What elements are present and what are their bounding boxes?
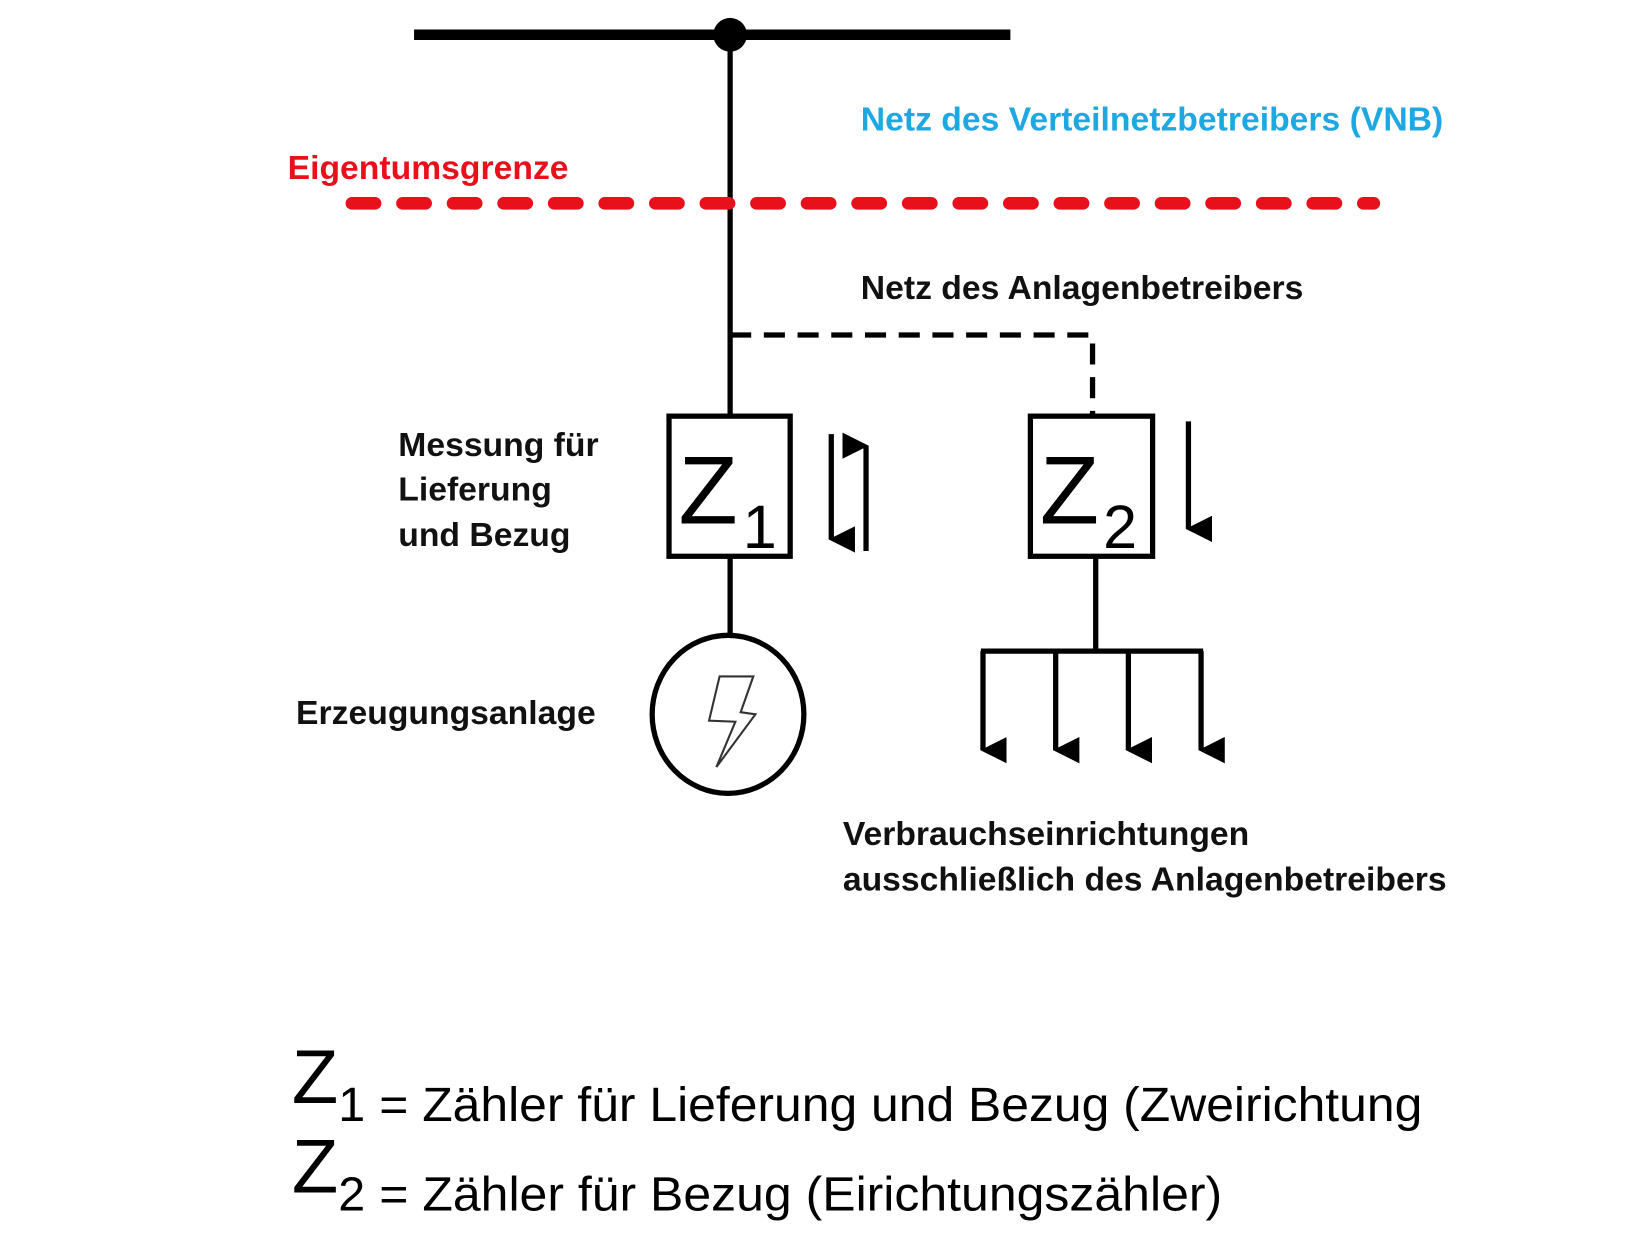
- measurement-label-3: und Bezug: [398, 516, 570, 554]
- vnb-network-label: Netz des Verteilnetzbetreibers (VNB): [861, 101, 1443, 139]
- generator-label: Erzeugungsanlage: [296, 694, 596, 732]
- operator-network-label: Netz des Anlagenbetreibers: [861, 269, 1304, 307]
- measurement-label-2: Lieferung: [398, 470, 552, 508]
- dashed-connection-z2: [730, 332, 1096, 415]
- legend-z2: Z 2 = Zähler für Bezug (Eirichtungszähle…: [292, 1125, 1222, 1222]
- measurement-label-1: Messung für: [398, 426, 598, 464]
- svg-text:1: 1: [743, 493, 777, 561]
- svg-text:= Zähler für Lieferung und Bez: = Zähler für Lieferung und Bezug (Zweiri…: [379, 1078, 1422, 1132]
- svg-text:= Zähler für Bezug (Eirichtung: = Zähler für Bezug (Eirichtungszähler): [379, 1168, 1222, 1222]
- svg-text:Z: Z: [679, 436, 738, 545]
- meter-z2: Z 2: [1027, 413, 1156, 561]
- property-boundary-label: Eigentumsgrenze: [288, 149, 569, 187]
- consumers-label-1: Verbrauchseinrichtungen: [843, 815, 1249, 853]
- svg-text:2: 2: [1103, 493, 1137, 561]
- svg-text:Z: Z: [1040, 436, 1099, 545]
- legend-z1: Z 1 = Zähler für Lieferung und Bezug (Zw…: [292, 1035, 1422, 1132]
- consumers-label-2: ausschließlich des Anlagenbetreibers: [843, 860, 1447, 898]
- svg-text:Z: Z: [292, 1035, 338, 1120]
- svg-text:1: 1: [338, 1078, 365, 1132]
- meter-z1: Z 1: [666, 413, 793, 561]
- svg-text:2: 2: [338, 1168, 365, 1222]
- svg-text:Z: Z: [292, 1125, 338, 1210]
- lightning-bolt-icon: [707, 675, 758, 768]
